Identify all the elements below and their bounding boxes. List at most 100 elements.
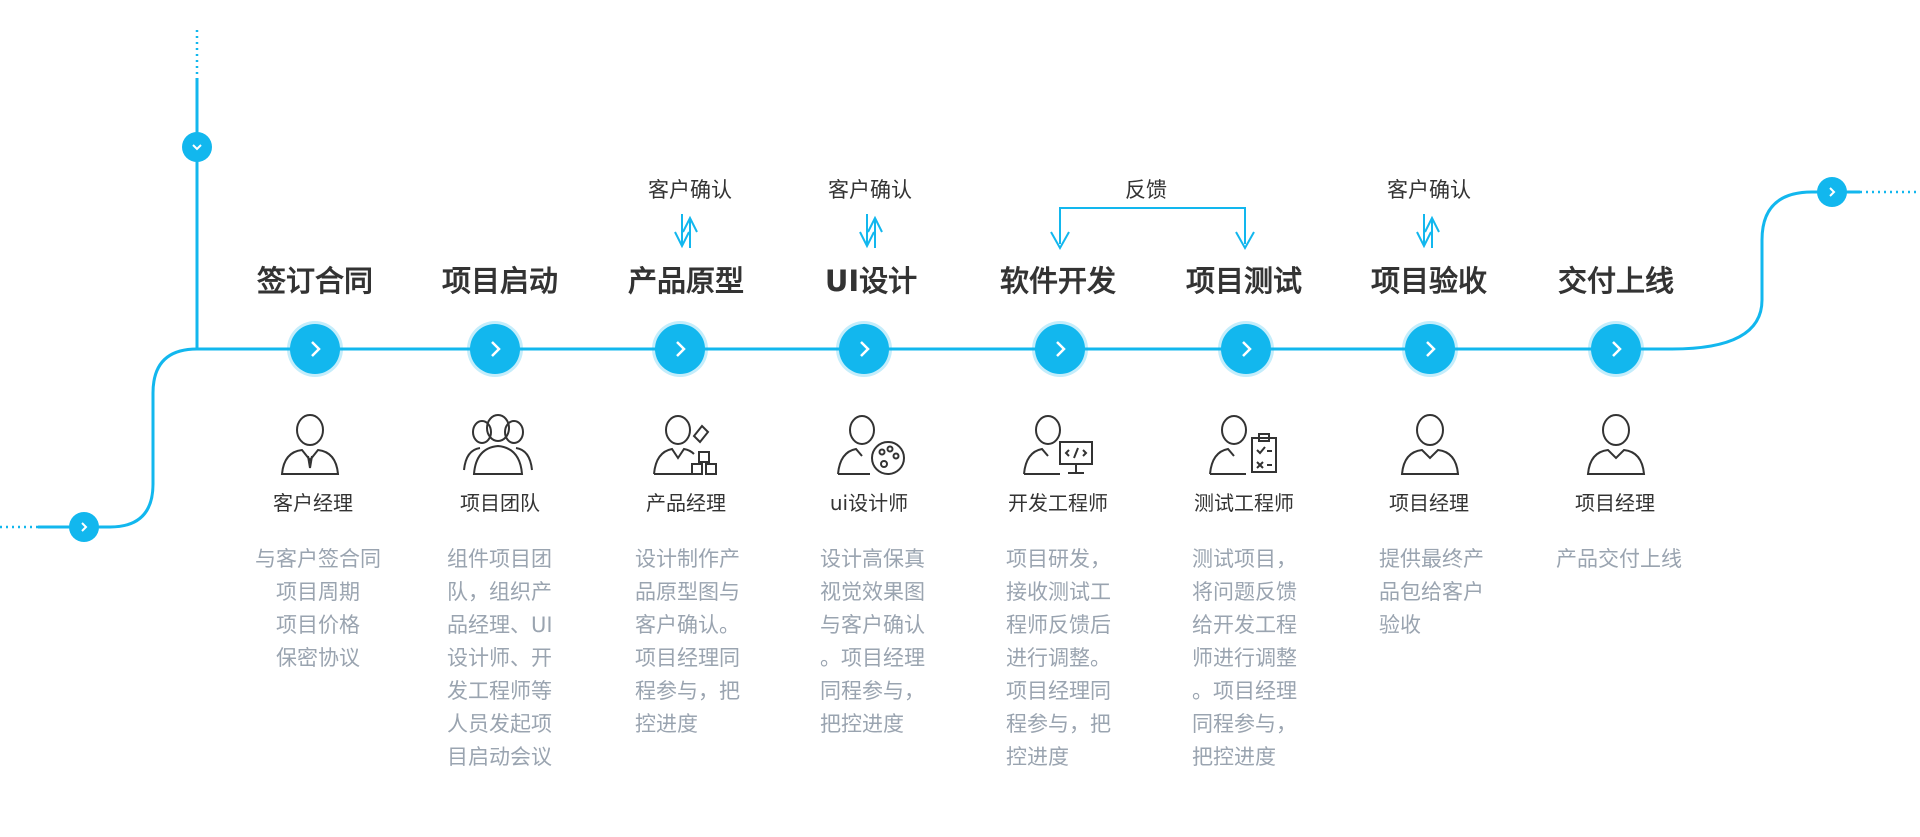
stage-title-delivery: 交付上线: [1557, 264, 1674, 298]
desc-line: 程参与，把: [1006, 712, 1111, 736]
desc-line: 控进度: [1006, 745, 1069, 769]
chevron-right-icon: [491, 341, 501, 357]
stage-desc-sign-contract: 与客户签合同 项目周期 项目价格 保密协议: [233, 543, 403, 675]
team-icon: [463, 414, 533, 475]
desc-line: 设计制作产: [635, 547, 740, 571]
desc-line: 程参与，把: [635, 679, 740, 703]
desc-line: 品包给客户: [1379, 580, 1484, 604]
desc-line: 控进度: [635, 712, 698, 736]
stage-node-sign-contract[interactable]: [290, 324, 340, 374]
desc-line: 将问题反馈: [1192, 580, 1297, 604]
desc-line: 队，组织产: [447, 580, 552, 604]
desc-line: 项目经理同: [1006, 679, 1111, 703]
role-project-manager: 项目经理: [1389, 491, 1469, 515]
desc-line: 同程参与，: [1192, 712, 1297, 736]
desc-line: 与客户签合同: [255, 547, 381, 571]
stage-node-project-kickoff[interactable]: [470, 324, 520, 374]
chevron-right-icon: [311, 341, 321, 357]
desc-line: 组件项目团: [447, 547, 552, 571]
desc-line: 产品交付上线: [1556, 547, 1682, 571]
feedback-label: 反馈: [1125, 178, 1167, 202]
role-product-manager: 产品经理: [646, 491, 726, 515]
confirm-label-product-prototype: 客户确认: [648, 178, 732, 202]
stage-title-ui-design: UI设计: [824, 264, 918, 298]
chevron-right-icon: [1056, 341, 1066, 357]
desc-line: 项目研发，: [1006, 547, 1111, 571]
project-manager-icon: [1586, 414, 1646, 475]
confirm-arrow-acceptance: [1416, 214, 1440, 249]
project-manager-icon: [1400, 414, 1460, 475]
desc-line: 设计高保真: [820, 547, 925, 571]
stage-desc-product-prototype: 设计制作产 品原型图与 客户确认。 项目经理同 程参与，把 控进度: [635, 543, 753, 741]
desc-line: 。项目经理: [1192, 679, 1297, 703]
desc-line: 把控进度: [1192, 745, 1276, 769]
stage-title-acceptance: 项目验收: [1370, 264, 1487, 298]
stage-desc-software-dev: 项目研发， 接收测试工 程师反馈后 进行调整。 项目经理同 程参与，把 控进度: [1006, 543, 1124, 774]
stage-desc-acceptance: 提供最终产 品包给客户 验收: [1379, 543, 1497, 642]
stage-desc-ui-design: 设计高保真 视觉效果图 与客户确认 。项目经理 同程参与， 把控进度: [820, 543, 938, 741]
desc-line: 项目周期: [276, 580, 360, 604]
desc-line: 程师反馈后: [1006, 613, 1111, 637]
chevron-right-icon: [1829, 187, 1836, 197]
desc-line: 把控进度: [820, 712, 904, 736]
developer-icon: [1023, 415, 1093, 475]
stage-title-software-dev: 软件开发: [999, 264, 1116, 298]
stage-node-acceptance[interactable]: [1405, 324, 1455, 374]
chevron-right-icon: [1242, 341, 1252, 357]
feedback-bracket: [1050, 207, 1255, 251]
product-manager-icon: [653, 415, 717, 475]
stage-desc-delivery: 产品交付上线: [1534, 543, 1704, 576]
client-manager-icon: [280, 414, 340, 475]
desc-line: 测试项目，: [1192, 547, 1297, 571]
desc-line: 。项目经理: [820, 646, 925, 670]
confirm-label-acceptance: 客户确认: [1387, 178, 1471, 202]
desc-line: 人员发起项: [447, 712, 552, 736]
chevron-right-icon: [81, 522, 88, 532]
desc-line: 项目经理同: [635, 646, 740, 670]
desc-line: 项目价格: [276, 613, 360, 637]
stage-node-product-prototype[interactable]: [655, 324, 705, 374]
incoming-chevron-right-node[interactable]: [69, 512, 99, 542]
role-ui-designer: ui设计师: [829, 491, 909, 515]
desc-line: 视觉效果图: [820, 580, 925, 604]
tester-icon: [1209, 415, 1277, 475]
desc-line: 提供最终产: [1379, 547, 1484, 571]
stage-node-project-testing[interactable]: [1221, 324, 1271, 374]
stage-desc-project-testing: 测试项目， 将问题反馈 给开发工程 师进行调整 。项目经理 同程参与， 把控进度: [1192, 543, 1310, 774]
chevron-right-icon: [1612, 341, 1622, 357]
role-project-manager: 项目经理: [1575, 491, 1655, 515]
desc-line: 同程参与，: [820, 679, 925, 703]
role-tester: 测试工程师: [1194, 491, 1294, 515]
stage-node-software-dev[interactable]: [1035, 324, 1085, 374]
incoming-curve: [109, 347, 198, 529]
confirm-arrow-ui-design: [859, 214, 883, 249]
top-branch-chevron-down-node[interactable]: [182, 132, 212, 162]
chevron-right-icon: [860, 341, 870, 357]
desc-line: 进行调整。: [1006, 646, 1111, 670]
stage-title-project-testing: 项目测试: [1185, 264, 1302, 298]
stage-node-delivery[interactable]: [1591, 324, 1641, 374]
stage-title-product-prototype: 产品原型: [627, 264, 744, 298]
outgoing-chevron-right-node[interactable]: [1817, 177, 1847, 207]
desc-line: 目启动会议: [447, 745, 552, 769]
role-developer: 开发工程师: [1008, 491, 1108, 515]
desc-line: 给开发工程: [1192, 613, 1297, 637]
desc-line: 客户确认。: [635, 613, 740, 637]
desc-line: 与客户确认: [820, 613, 925, 637]
outgoing-curve: [1671, 190, 1860, 351]
stage-desc-project-kickoff: 组件项目团 队，组织产 品经理、UI 设计师、开 发工程师等 人员发起项 目启动…: [447, 543, 565, 774]
chevron-down-icon: [192, 144, 202, 151]
desc-line: 发工程师等: [447, 679, 552, 703]
chevron-right-icon: [676, 341, 686, 357]
confirm-arrow-product-prototype: [674, 214, 698, 249]
desc-line: 接收测试工: [1006, 580, 1111, 604]
stage-node-ui-design[interactable]: [839, 324, 889, 374]
desc-line: 品经理、UI: [447, 613, 553, 637]
desc-line: 保密协议: [276, 646, 360, 670]
desc-line: 验收: [1379, 613, 1421, 637]
chevron-right-icon: [1426, 341, 1436, 357]
desc-line: 师进行调整: [1192, 646, 1297, 670]
confirm-label-ui-design: 客户确认: [828, 178, 912, 202]
desc-line: 设计师、开: [447, 646, 552, 670]
stage-title-project-kickoff: 项目启动: [441, 264, 558, 298]
